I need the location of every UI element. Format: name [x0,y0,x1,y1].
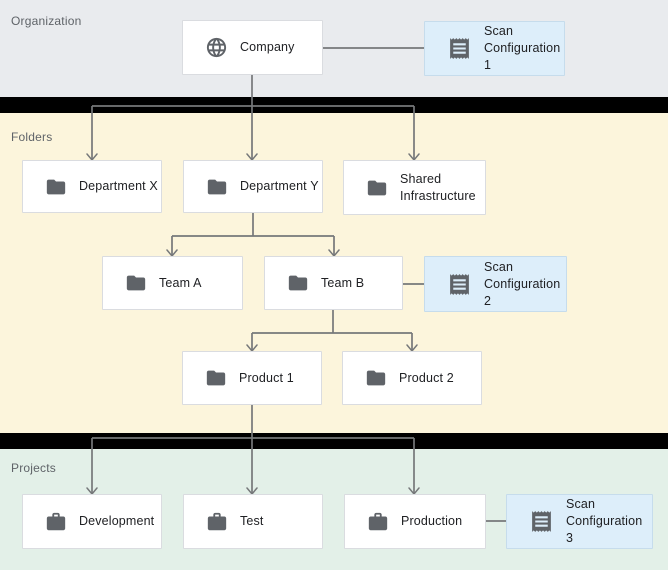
folder-icon [367,180,387,195]
node-scan-configuration-3: Scan Configuration 3 [506,494,653,549]
node-label: Scan Configuration 1 [484,24,561,72]
node-team-b: Team B [264,256,403,310]
node-company: Company [182,20,323,75]
folder-icon [206,370,226,386]
section-label-organization: Organization [11,14,82,28]
node-department-x: Department X [22,160,162,213]
node-test: Test [183,494,323,549]
node-team-a: Team A [102,256,243,310]
node-label: Test [240,514,264,528]
node-label: Team A [159,275,202,290]
node-label: Shared Infrastructure [400,171,476,203]
globe-icon [206,37,227,58]
node-label: Department Y [240,179,319,193]
node-label: Production [401,514,463,528]
divider-bar-top [0,97,668,113]
node-label: Scan Configuration 3 [566,497,643,545]
node-label: Department X [79,179,158,193]
node-label: Development [79,514,155,528]
folder-icon [46,179,66,194]
folder-icon [288,275,308,291]
node-development: Development [22,494,162,549]
node-label: Scan Configuration 2 [484,259,561,308]
receipt-icon [532,511,551,532]
receipt-icon [450,273,469,295]
section-label-folders: Folders [11,130,53,144]
node-shared-infrastructure: Shared Infrastructure [343,160,486,215]
folder-icon [207,179,227,194]
section-organization [0,0,668,97]
folder-icon [126,275,146,291]
node-scan-configuration-2: Scan Configuration 2 [424,256,567,312]
folder-icon [366,370,386,386]
briefcase-icon [207,512,227,530]
node-label: Product 2 [399,370,454,385]
node-label: Team B [321,275,365,290]
divider-bar-bottom [0,433,668,449]
receipt-icon [450,38,469,59]
node-department-y: Department Y [183,160,323,213]
node-label: Product 1 [239,370,294,385]
section-label-projects: Projects [11,461,56,475]
node-label: Company [240,40,295,54]
node-product-1: Product 1 [182,351,322,405]
node-product-2: Product 2 [342,351,482,405]
briefcase-icon [368,512,388,530]
node-scan-configuration-1: Scan Configuration 1 [424,21,565,76]
briefcase-icon [46,512,66,530]
node-production: Production [344,494,486,549]
